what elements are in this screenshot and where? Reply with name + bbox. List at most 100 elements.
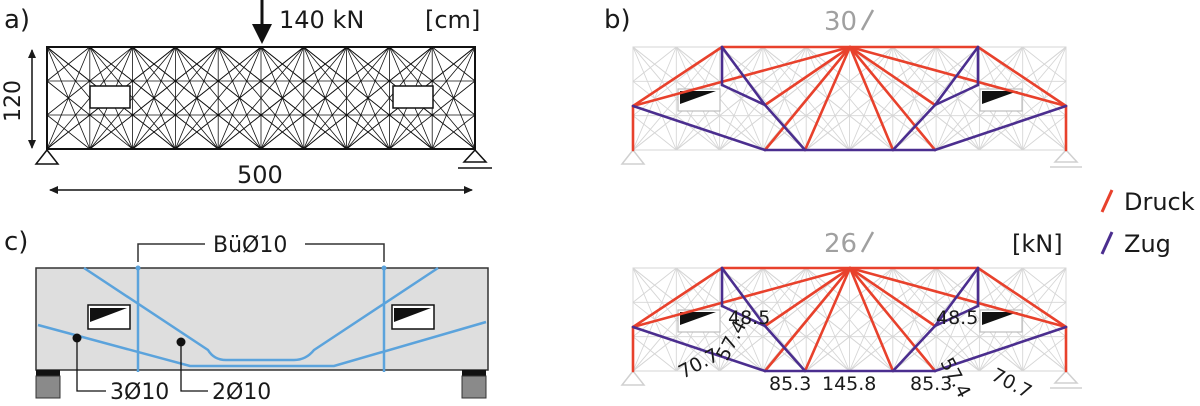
mesh-diagonal (632, 46, 677, 82)
mesh-diagonal (1022, 336, 1067, 372)
mesh-diagonal (260, 80, 305, 116)
mesh-diagonal (978, 115, 1024, 151)
mesh-diagonal (217, 46, 305, 150)
support-plate-right (462, 370, 486, 376)
mesh-diagonal (346, 46, 390, 82)
mesh-diagonal (1022, 267, 1067, 303)
panel-c-label: c) (4, 227, 28, 257)
mesh-diagonal (1022, 46, 1067, 82)
mesh-diagonal (46, 114, 91, 150)
unit-label: [cm] (425, 6, 480, 34)
tension-member (933, 45, 980, 107)
length-dimension-label: 500 (237, 161, 283, 189)
mesh-diagonal (719, 267, 764, 303)
compression-member (631, 45, 852, 108)
compression-member (763, 266, 852, 328)
panel-a-label: a) (4, 5, 30, 35)
rebar-b-leader (180, 342, 208, 392)
compression-member (848, 45, 937, 107)
tension-member (933, 325, 1068, 373)
mesh-diagonal (431, 114, 476, 150)
force-value-label: 48.5 (936, 307, 978, 329)
compression-member (803, 45, 852, 152)
opening-wedge (680, 312, 716, 325)
mesh-diagonal (89, 114, 134, 150)
compression-member (763, 45, 852, 107)
mesh-diagonal (174, 114, 219, 150)
mesh-diagonal (174, 46, 262, 150)
force-value-label: 48.5 (728, 307, 770, 329)
tension-member (720, 45, 767, 107)
mesh-diagonal (303, 114, 348, 150)
mesh-diagonal (719, 115, 764, 151)
tension-member (891, 103, 937, 152)
compression-member (848, 45, 895, 152)
mesh-diagonal (132, 114, 176, 150)
mesh-diagonal (303, 46, 390, 150)
tension-member (720, 304, 767, 328)
force-unit-label: [kN] (1012, 230, 1063, 258)
lower-iteration-slash (860, 231, 875, 253)
tension-member (891, 324, 937, 373)
mesh-diagonal (632, 336, 677, 372)
compression-member (976, 45, 1068, 108)
stirrup-bracket (137, 243, 385, 262)
mesh-diagonal (935, 115, 980, 151)
compression-member (763, 45, 852, 152)
bent-up-bar-upper (83, 266, 439, 362)
tension-member (933, 266, 980, 328)
optimized-truss-bottom (631, 266, 1068, 373)
mesh-diagonal (174, 46, 219, 82)
rebar-b-label: 2Ø10 (212, 380, 271, 405)
mesh-diagonal (719, 301, 764, 338)
top-iteration-number: 30 (824, 7, 857, 37)
mesh-diagonal (892, 80, 937, 117)
tension-member (763, 103, 807, 152)
optimized-truss-top (631, 45, 1068, 152)
reinforcement-bars (37, 266, 487, 372)
top-iteration-slash (860, 9, 875, 31)
load-label: 140 kN (279, 6, 364, 34)
mesh-diagonal (675, 115, 721, 151)
support-block-left (35, 375, 61, 399)
mesh-diagonal (46, 46, 91, 82)
legend-tension-label: Zug (1124, 230, 1171, 258)
legend-compression-label: Druck (1124, 188, 1195, 216)
compression-member (976, 266, 1068, 329)
mesh-diagonal (303, 80, 348, 116)
opening-wedge (982, 91, 1018, 104)
mesh-diagonal (935, 336, 980, 372)
mesh-diagonal (132, 46, 176, 82)
mesh-diagonal (260, 46, 305, 82)
panel-a: a) 140 kN [cm] 120 500 (1, 0, 492, 194)
mesh-diagonal (1022, 80, 1067, 117)
mesh-diagonal (632, 267, 721, 372)
panel-c: c) BüØ10 3Ø10 2Ø1 (4, 227, 489, 405)
mesh-diagonal (217, 46, 262, 82)
tension-member (933, 104, 1068, 152)
mesh-diagonal (719, 80, 764, 117)
compression-member (848, 266, 937, 373)
mesh-diagonal (174, 80, 219, 116)
tension-member (631, 325, 767, 373)
tension-member (933, 304, 980, 328)
mesh-diagonal (632, 80, 677, 117)
support-plate-left (36, 370, 60, 376)
support-right (462, 148, 488, 163)
mesh-diagonal (217, 114, 262, 150)
mesh-diagonal (632, 267, 677, 303)
mesh-diagonal (849, 267, 894, 303)
mesh-diagonal (805, 115, 850, 151)
panel-b-label: b) (604, 5, 631, 35)
mesh-diagonal (632, 115, 677, 151)
mesh-diagonal (849, 46, 894, 82)
force-value-label: 70.7 (988, 364, 1036, 403)
compression-member (848, 266, 937, 328)
stirrup-label: BüØ10 (213, 233, 287, 258)
mesh-diagonal (978, 267, 1024, 303)
tension-member (720, 83, 767, 107)
tension-member (720, 266, 767, 328)
mesh-diagonal (719, 46, 764, 82)
